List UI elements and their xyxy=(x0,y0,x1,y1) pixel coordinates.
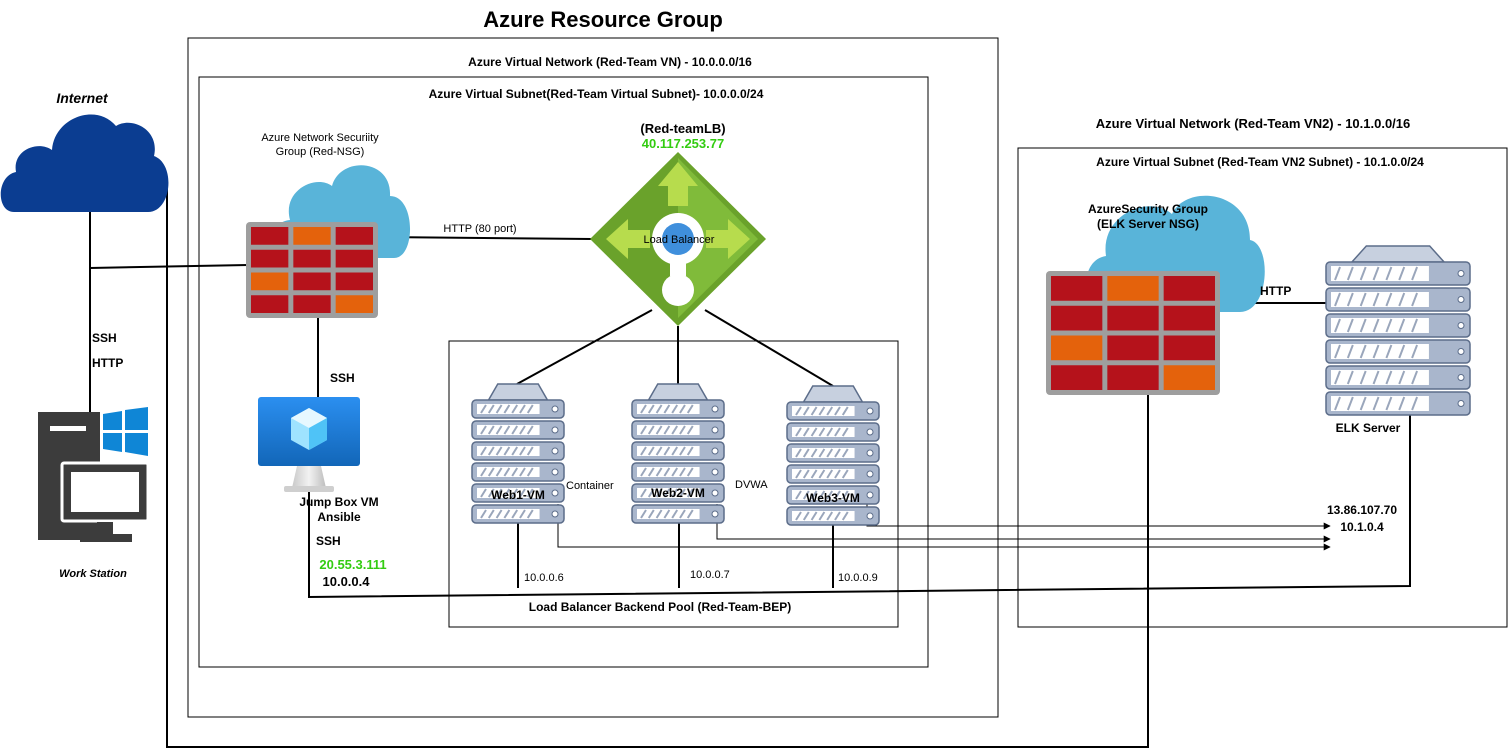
lb-name: (Red-teamLB) xyxy=(640,121,725,136)
vnet2-subnet-label: Azure Virtual Subnet (Red-Team VN2 Subne… xyxy=(1096,155,1424,169)
backend-pool-label: Load Balancer Backend Pool (Red-Team-BEP… xyxy=(529,600,792,614)
nsg1-label-line1: Azure Network Securiity xyxy=(261,132,379,144)
lb-public-ip: 40.117.253.77 xyxy=(642,136,724,151)
server-icon xyxy=(631,383,725,524)
server-icon xyxy=(786,385,880,526)
ssh-link-label: SSH xyxy=(92,331,117,345)
elk-label: ELK Server xyxy=(1336,421,1401,435)
web3-vm-ip: 10.0.0.9 xyxy=(838,572,878,584)
vnet2-label: Azure Virtual Network (Red-Team VN2) - 1… xyxy=(1096,116,1411,131)
workstation-label: Work Station xyxy=(59,568,127,580)
vnet1-label: Azure Virtual Network (Red-Team VN) - 10… xyxy=(468,55,752,69)
vnet1-subnet-label: Azure Virtual Subnet(Red-Team Virtual Su… xyxy=(429,87,764,101)
web2-vm-ip: 10.0.0.7 xyxy=(690,569,730,581)
web1-vm-side-label: Container xyxy=(566,480,614,492)
jumpbox-label-line1: Jump Box VM xyxy=(299,495,378,509)
internet-label: Internet xyxy=(56,90,109,106)
elk-link-label: HTTP xyxy=(1260,284,1291,298)
nsg-to-lb-label: HTTP (80 port) xyxy=(443,223,516,235)
nsg1-label-line2: Group (Red-NSG) xyxy=(276,146,365,158)
vnet1-subnet-box xyxy=(198,76,929,668)
lb-label: Load Balancer xyxy=(644,234,715,246)
firewall-icon xyxy=(246,222,378,318)
web2-vm-name: Web2-VM xyxy=(651,486,705,500)
jumpbox-public-ip: 20.55.3.111 xyxy=(319,557,386,572)
jumpbox-private-ip: 10.0.0.4 xyxy=(323,574,371,589)
resource-group-title: Azure Resource Group xyxy=(483,7,723,32)
jumpbox-ssh-bottom: SSH xyxy=(316,534,341,548)
web2-vm-side-label: DVWA xyxy=(735,479,768,491)
nsg2-label-line2: (ELK Server NSG) xyxy=(1097,217,1199,231)
http-link-label: HTTP xyxy=(92,356,123,370)
jumpbox-label-line2: Ansible xyxy=(317,510,361,524)
server-icon xyxy=(471,383,565,524)
vnet2-subnet-box xyxy=(1017,147,1508,628)
web3-vm-name: Web3-VM xyxy=(806,491,860,505)
workstation-icon xyxy=(38,407,150,542)
jumpbox-ssh-top: SSH xyxy=(330,371,355,385)
cloud-icon xyxy=(0,114,169,212)
nsg2-label-line1: AzureSecurity Group xyxy=(1088,202,1208,216)
resource-group-box xyxy=(187,37,999,718)
firewall-icon xyxy=(1046,271,1220,395)
web1-vm-name: Web1-VM xyxy=(491,488,545,502)
virtual-machine-icon xyxy=(258,397,360,492)
backend-pool-box xyxy=(448,340,899,628)
load-balancer-icon xyxy=(590,152,766,326)
web1-vm-ip: 10.0.0.6 xyxy=(524,572,564,584)
server-icon xyxy=(1325,245,1471,416)
elk-private-ip: 10.1.0.4 xyxy=(1340,520,1384,534)
elk-public-ip: 13.86.107.70 xyxy=(1327,503,1397,517)
